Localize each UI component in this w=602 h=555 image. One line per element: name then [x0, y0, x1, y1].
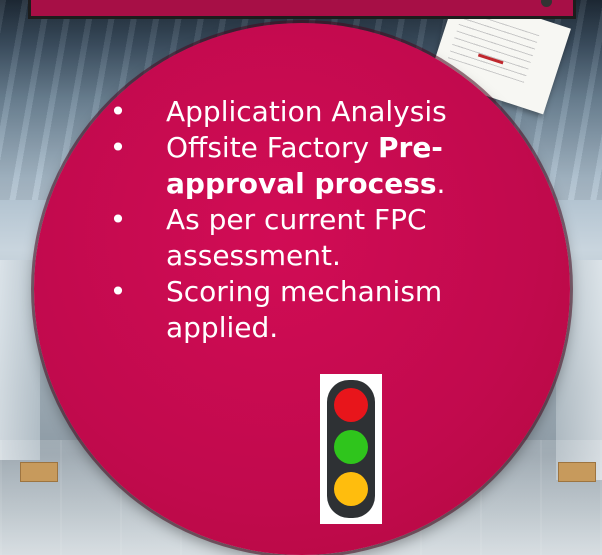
bullet-marker: •: [109, 203, 127, 236]
bullet-item-application-analysis: • Application Analysis: [108, 94, 488, 130]
traffic-light-housing: [327, 380, 375, 518]
background-crate: [558, 462, 596, 482]
background-crate: [20, 462, 58, 482]
red-light: [334, 388, 368, 422]
top-banner: [28, 0, 576, 19]
traffic-light-icon: [320, 374, 382, 524]
content-circle: [34, 23, 570, 555]
bullet-text: As per current FPC assessment.: [166, 203, 427, 272]
background-column-left: [0, 260, 40, 460]
bullet-text: Scoring mechanism applied.: [166, 275, 443, 344]
green-light: [334, 430, 368, 464]
bullet-text-bold: Pre- approval process: [166, 131, 443, 200]
bullet-text-end: .: [436, 167, 446, 200]
bullet-marker: •: [109, 95, 127, 128]
bullet-marker: •: [109, 131, 127, 164]
bullet-marker: •: [109, 275, 127, 308]
bullet-item-preapproval: • Offsite Factory Pre- approval process.: [108, 130, 488, 202]
bullet-list: • Application Analysis • Offsite Factory…: [108, 94, 488, 346]
yellow-light: [334, 472, 368, 506]
bullet-item-fpc-assessment: • As per current FPC assessment.: [108, 202, 488, 274]
bullet-text-start: Offsite Factory: [166, 131, 378, 164]
bullet-item-scoring: • Scoring mechanism applied.: [108, 274, 488, 346]
bullet-text: Application Analysis: [166, 95, 447, 128]
banner-dot: [541, 0, 552, 7]
